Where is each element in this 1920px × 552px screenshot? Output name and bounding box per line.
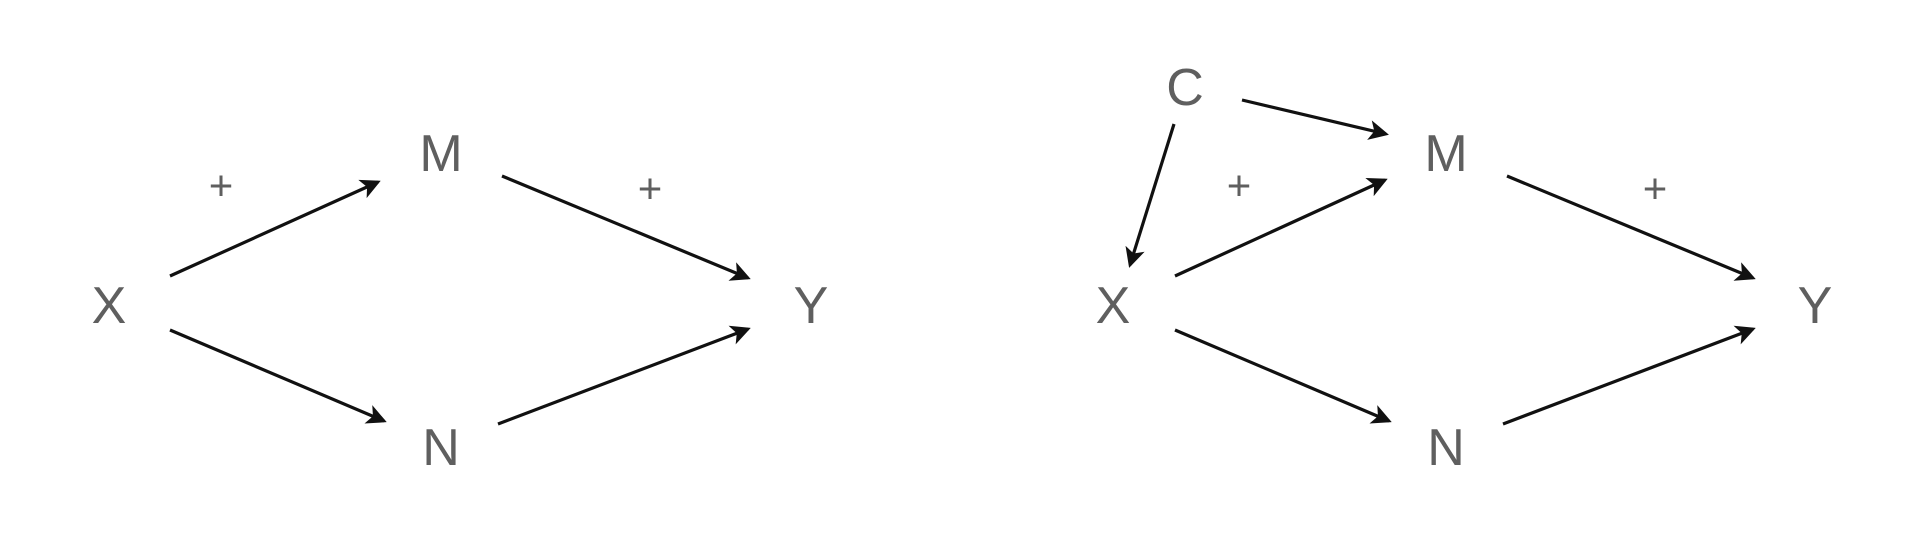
edge-n-to-y — [1502, 325, 1756, 426]
edge-m-to-y — [501, 174, 751, 281]
node-x: X — [1096, 277, 1131, 335]
node-y: Y — [1798, 277, 1833, 335]
node-m: M — [419, 125, 462, 183]
edge-m-to-y — [1506, 174, 1756, 281]
edge-x-to-m — [169, 179, 381, 278]
node-c: C — [1166, 59, 1204, 117]
edge-c-to-m — [1241, 98, 1389, 140]
sign-m-to-y: + — [1643, 165, 1668, 212]
node-m: M — [1424, 125, 1467, 183]
edge-x-to-m — [1174, 177, 1388, 278]
edge-n-to-y — [497, 325, 751, 426]
node-n: N — [422, 419, 460, 477]
edge-x-to-n — [169, 328, 387, 424]
edge-x-to-n — [1174, 328, 1392, 424]
node-x: X — [92, 277, 127, 335]
diagram-left: + + X M N Y — [92, 125, 829, 477]
edge-c-to-x — [1125, 123, 1176, 268]
sign-m-to-y: + — [638, 165, 663, 212]
node-y: Y — [794, 277, 829, 335]
node-n: N — [1427, 419, 1465, 477]
sign-x-to-m: + — [209, 162, 234, 209]
sign-x-to-m: + — [1227, 162, 1252, 209]
diagram-right: + + C X M N Y — [1096, 59, 1833, 477]
